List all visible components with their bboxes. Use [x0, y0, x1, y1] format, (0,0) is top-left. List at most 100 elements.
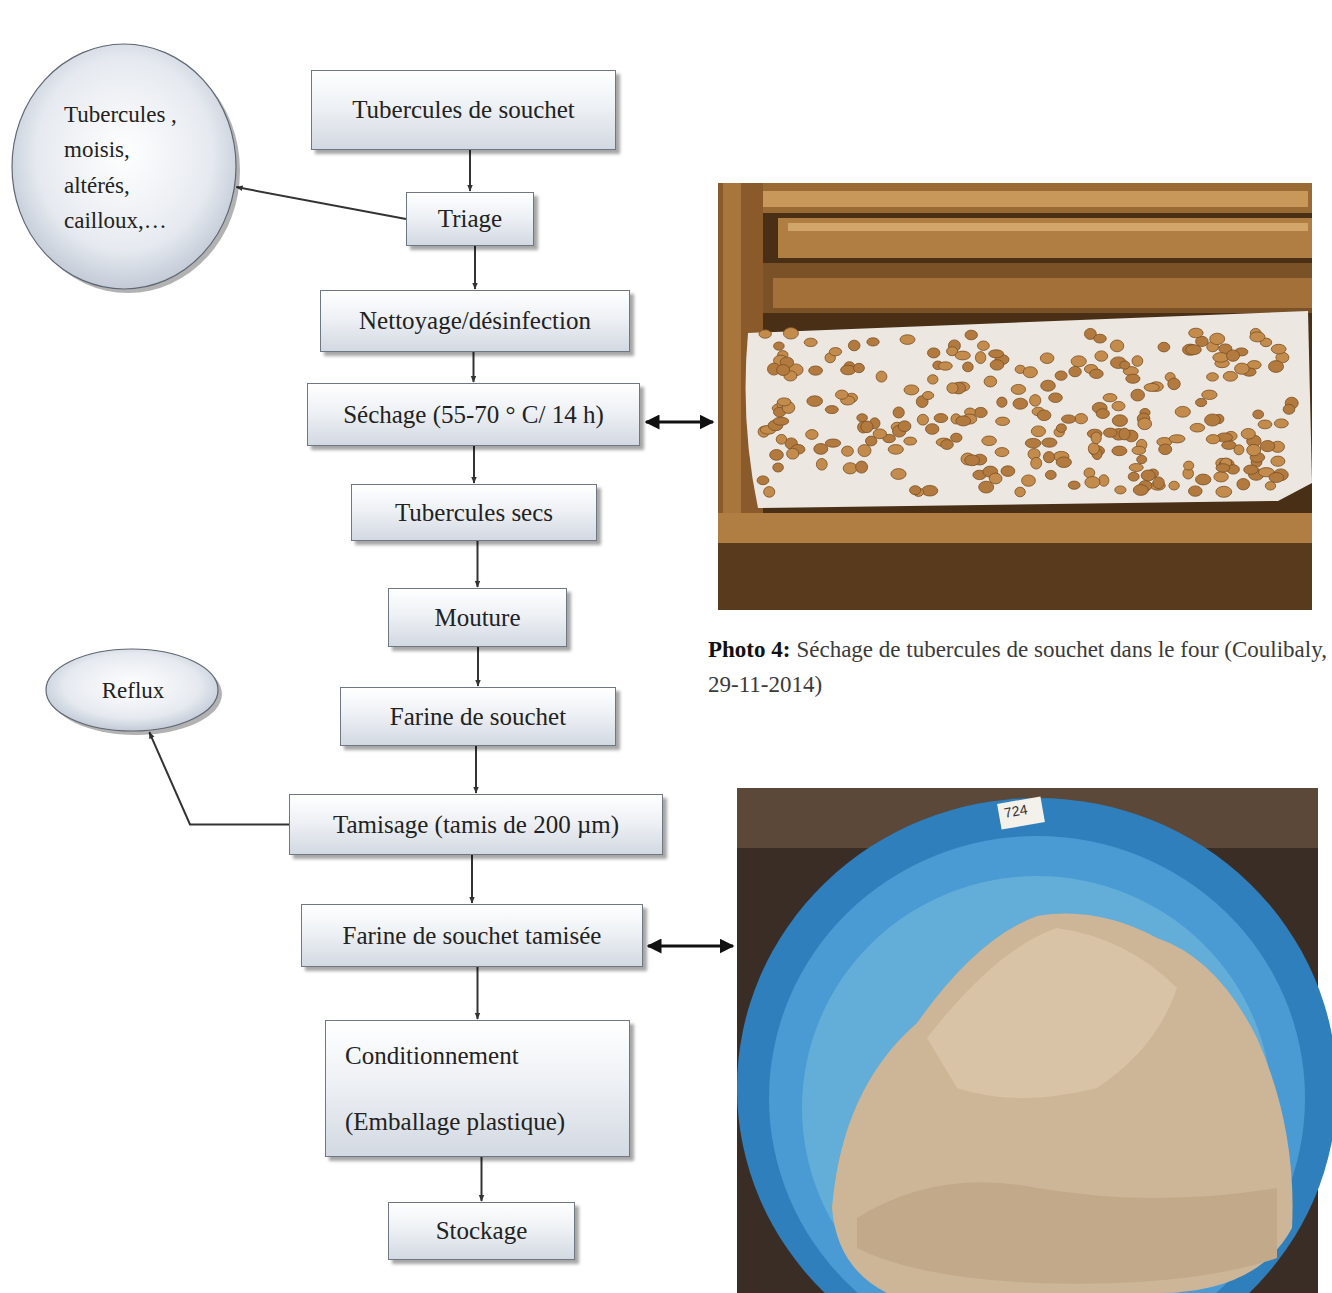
tuber-dot	[809, 366, 823, 375]
tuber-dot	[1031, 426, 1045, 437]
tuber-dot	[1153, 477, 1164, 489]
tuber-dot	[997, 397, 1007, 407]
ellipse-node: Reflux	[42, 645, 224, 737]
tuber-dot	[1110, 340, 1123, 352]
tuber-dot	[1103, 394, 1117, 402]
tuber-dot	[989, 473, 1002, 484]
node-text: Mouture	[434, 603, 520, 633]
tuber-dot	[764, 487, 775, 498]
tuber-dot	[1056, 424, 1066, 433]
tuber-dot	[1120, 361, 1130, 369]
tuber-dot	[1283, 404, 1295, 414]
tuber-dot	[1223, 371, 1237, 381]
tuber-dot	[1112, 415, 1127, 427]
tuber-dot	[825, 406, 838, 414]
process-box: Mouture	[388, 588, 567, 647]
caption-number: Photo 4:	[708, 637, 790, 662]
flow-arrow	[471, 855, 473, 903]
tuber-dot	[856, 461, 868, 473]
tuber-dot	[807, 396, 823, 407]
tuber-dot	[990, 360, 1004, 370]
process-box: Conditionnement (Emballage plastique)	[325, 1020, 630, 1157]
tuber-dot	[1189, 486, 1203, 496]
tuber-dot	[776, 434, 786, 444]
process-box: Triage	[406, 192, 534, 246]
tuber-dot	[951, 433, 962, 442]
tuber-dot	[1190, 423, 1205, 432]
tuber-dot	[1104, 428, 1118, 437]
tuber-dot	[1175, 406, 1190, 417]
photo-link-arrow	[648, 945, 733, 948]
process-box: Séchage (55-70 ° C/ 14 h)	[307, 383, 640, 446]
tuber-dot	[1137, 455, 1147, 463]
tuber-dot	[1269, 473, 1284, 483]
tuber-dot	[1271, 344, 1286, 354]
tuber-dot	[1260, 441, 1274, 452]
tuber-dot	[773, 463, 784, 472]
tuber-dot	[876, 371, 887, 382]
tuber-dot	[928, 348, 940, 358]
tuber-dot	[1056, 457, 1071, 468]
flow-arrow	[473, 446, 475, 483]
tuber-dot	[1205, 414, 1221, 426]
tuber-dot	[1210, 333, 1225, 344]
node-text: Tubercules de souchet	[352, 95, 575, 125]
flow-arrow	[149, 732, 289, 824]
tuber-dot	[1071, 356, 1086, 367]
tuber-dot	[858, 445, 871, 457]
tuber-dot	[1022, 475, 1036, 486]
tuber-dot	[888, 445, 903, 455]
flow-arrow	[477, 647, 479, 686]
tuber-dot	[955, 351, 970, 360]
tuber-dot	[989, 350, 1004, 358]
tuber-dot	[1099, 475, 1109, 487]
flow-arrow	[477, 967, 479, 1019]
tuber-dot	[982, 436, 997, 446]
tuber-dot	[1088, 443, 1099, 455]
tuber-dot	[816, 459, 827, 471]
tuber-dot	[1041, 380, 1056, 391]
tuber-dot	[917, 414, 928, 425]
tuber-dot	[1133, 485, 1148, 496]
tuber-dot	[1075, 414, 1088, 424]
tuber-dot	[829, 348, 841, 356]
tuber-dot	[783, 328, 798, 339]
tuber-dot	[1025, 438, 1041, 448]
process-box: Farine de souchet tamisée	[301, 904, 643, 967]
tuber-dot	[956, 416, 971, 426]
tuber-dot	[1206, 435, 1220, 444]
tuber-dot	[1271, 456, 1285, 466]
tuber-dot	[857, 414, 868, 422]
tuber-dot	[1119, 428, 1130, 440]
tuber-dot	[1085, 477, 1100, 489]
tuber-dot	[759, 330, 771, 338]
tuber-dot	[1265, 482, 1275, 490]
tuber-dot	[804, 338, 817, 346]
tuber-dot	[1207, 373, 1219, 381]
node-text: Reflux	[102, 677, 165, 705]
tuber-dot	[1250, 332, 1265, 342]
process-box: Nettoyage/désinfection	[320, 290, 630, 352]
flow-arrow	[477, 541, 479, 587]
tuber-dot	[1115, 486, 1126, 494]
tuber-dot	[1112, 446, 1127, 456]
tuber-dot	[836, 390, 849, 399]
tuber-dot	[978, 341, 990, 350]
tuber-dot	[1253, 410, 1264, 419]
tuber-dot	[1237, 479, 1250, 490]
tuber-dot	[1095, 351, 1108, 361]
tuber-dot	[1169, 435, 1185, 443]
ellipse-outline	[42, 645, 224, 737]
tuber-dot	[891, 469, 906, 480]
tuber-dot	[1015, 487, 1025, 497]
tuber-dot	[1001, 466, 1015, 477]
node-text: Conditionnement (Emballage plastique)	[345, 1023, 581, 1155]
tuber-dot	[841, 365, 856, 375]
tuber-dot	[1128, 472, 1139, 481]
ellipse-outline	[8, 40, 242, 295]
process-box: Tubercules secs	[351, 484, 597, 541]
tuber-dot	[1258, 420, 1272, 429]
tuber-dot	[898, 421, 911, 432]
tuber-dot	[1091, 432, 1101, 444]
tuber-dot	[1011, 384, 1025, 394]
